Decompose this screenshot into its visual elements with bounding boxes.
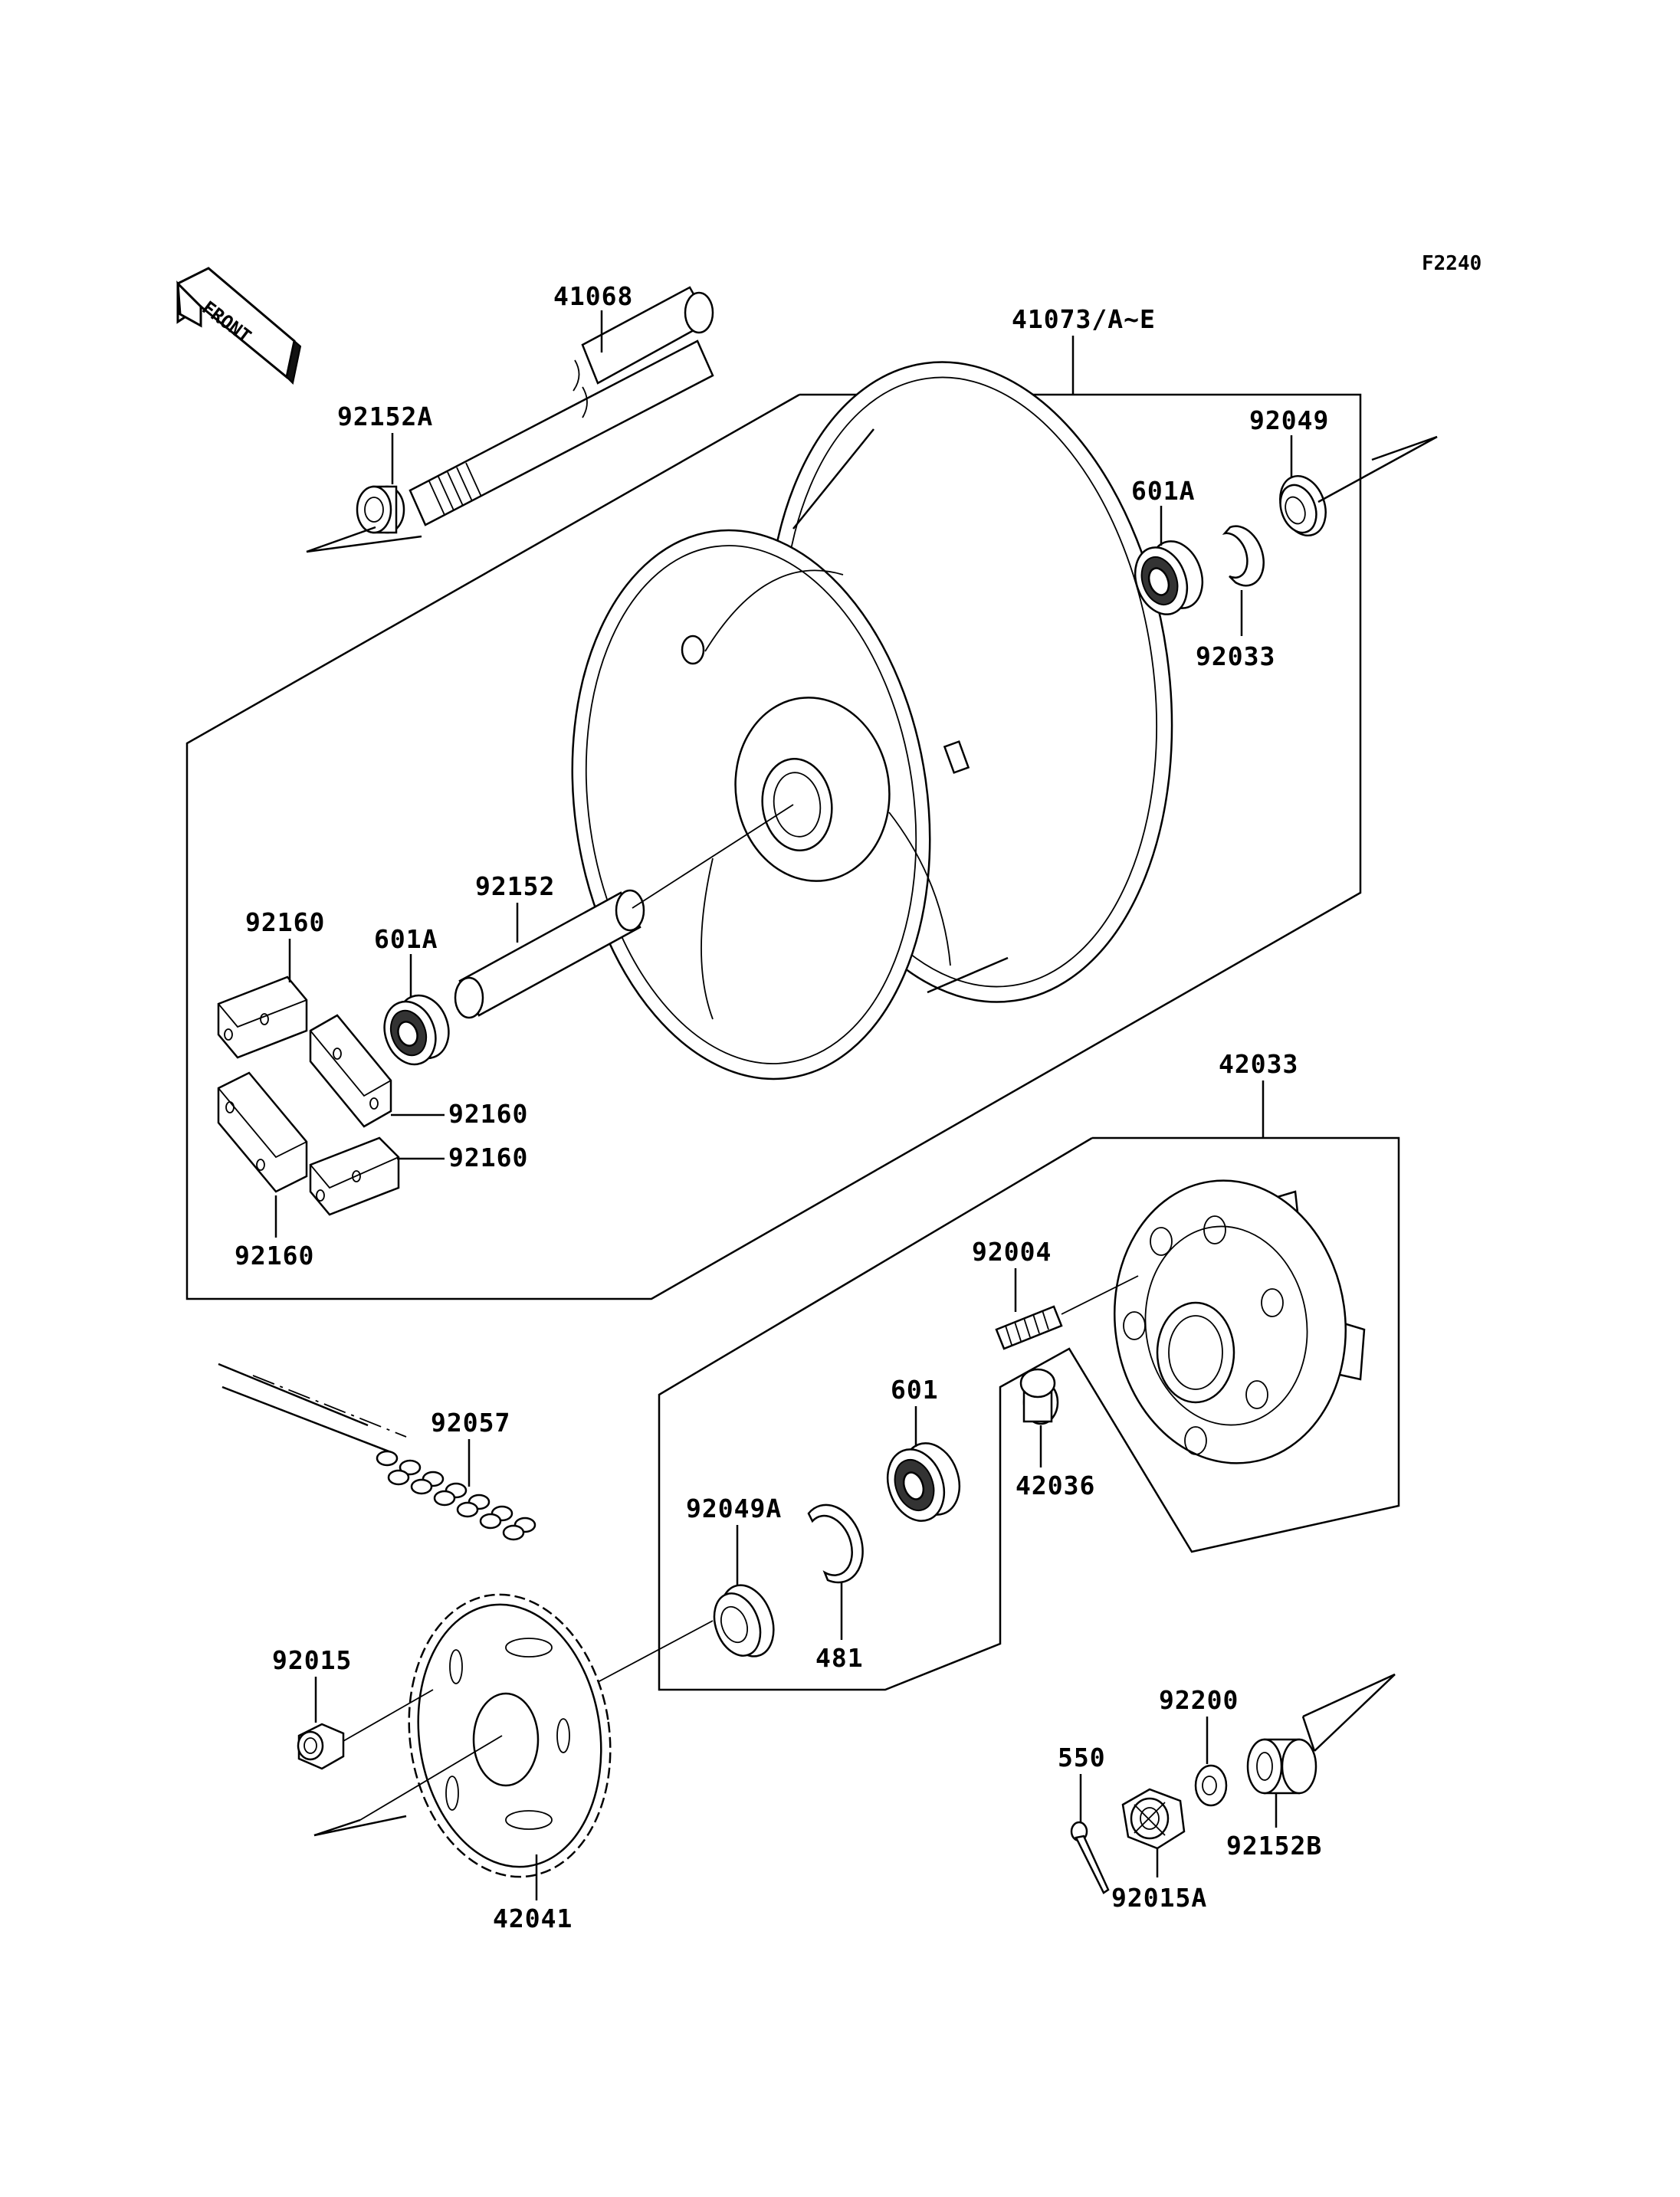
rear-wheel	[571, 361, 1173, 1080]
rear-sprocket	[408, 1593, 612, 1878]
castle-nut-92015a	[1121, 1788, 1186, 1850]
label-92015a: 92015A	[1111, 1883, 1207, 1913]
label-92152b: 92152B	[1226, 1831, 1322, 1861]
stud-92004	[995, 1305, 1063, 1350]
label-92152: 92152	[475, 871, 555, 901]
label-92160-c: 92160	[448, 1143, 528, 1172]
cotter-pin-550	[1070, 1821, 1110, 1894]
damper-92160-d	[309, 1136, 400, 1216]
label-92049a: 92049A	[686, 1494, 782, 1523]
label-601a-left: 601A	[374, 924, 438, 954]
hub-group-outline	[658, 1136, 1400, 1691]
label-92004: 92004	[972, 1237, 1052, 1267]
damper-92160-a	[217, 976, 308, 1059]
bearing-601a-left	[383, 994, 450, 1066]
nut-92015	[297, 1723, 345, 1770]
sprocket-carrier	[1113, 1179, 1366, 1464]
wheel-group-outline	[185, 393, 1362, 1300]
bearing-601	[886, 1442, 961, 1522]
spacer-92152a	[356, 485, 405, 534]
bearing-601a-top	[1134, 540, 1204, 615]
damper-92160-c	[217, 1071, 308, 1193]
label-601a-top: 601A	[1131, 476, 1195, 506]
collar-42036	[1019, 1368, 1059, 1425]
label-92160-a: 92160	[245, 907, 325, 937]
damper-92160-b	[309, 1014, 392, 1128]
label-601: 601	[891, 1375, 939, 1405]
spacer-92152b	[1246, 1738, 1317, 1795]
seal-92049	[1279, 474, 1327, 537]
axle	[409, 286, 714, 526]
label-481: 481	[815, 1643, 864, 1673]
label-92049: 92049	[1249, 405, 1329, 435]
label-42041: 42041	[493, 1904, 573, 1933]
washer-92200	[1194, 1764, 1228, 1807]
label-92160-d: 92160	[235, 1241, 314, 1271]
circlip-92033	[1222, 525, 1265, 587]
label-42036: 42036	[1016, 1471, 1095, 1500]
seal-92049a	[713, 1584, 775, 1658]
label-92200: 92200	[1159, 1685, 1239, 1715]
circlip-481	[807, 1503, 864, 1584]
label-42033: 42033	[1219, 1049, 1298, 1079]
label-550: 550	[1058, 1743, 1106, 1772]
label-92160-b: 92160	[448, 1099, 528, 1129]
label-92033: 92033	[1196, 641, 1275, 671]
diagram-code: F2240	[1422, 252, 1481, 275]
sleeve-92152	[454, 889, 645, 1019]
front-arrow-icon: FRONT	[176, 267, 302, 385]
label-92152a: 92152A	[337, 402, 433, 431]
label-92057: 92057	[431, 1408, 510, 1438]
label-41073: 41073/A~E	[1012, 304, 1156, 334]
label-41068: 41068	[553, 281, 633, 311]
label-92015: 92015	[272, 1645, 352, 1675]
chain-92057	[218, 1362, 536, 1541]
